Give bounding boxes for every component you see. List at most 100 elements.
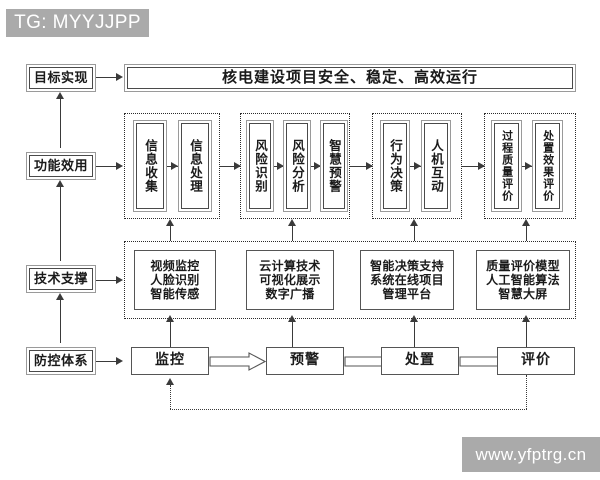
row-label-goal-text: 目标实现 xyxy=(29,67,93,89)
function-node-process-quality-text: 过程质量评价 xyxy=(500,130,513,202)
function-node-risk-identify-inner: 风险识别 xyxy=(249,123,271,209)
function-group-disposal xyxy=(372,113,462,219)
function-node-risk-analyze: 风险分析 xyxy=(283,120,311,212)
row-label-function: 功能效用 xyxy=(26,152,96,180)
technology-box-disposal-line3: 管理平台 xyxy=(382,287,432,302)
technology-box-monitor-line2: 人脸识别 xyxy=(150,272,200,287)
watermark-url: www.yfptrg.cn xyxy=(462,437,600,472)
block-arrow-monitor-warning xyxy=(209,352,266,371)
row-label-control-text: 防控体系 xyxy=(29,350,93,372)
arrow-group1-group2 xyxy=(234,162,241,170)
technology-box-disposal: 智能决策支持 系统在线项目 管理平台 xyxy=(360,250,454,310)
technology-box-monitor-line3: 智能传感 xyxy=(150,287,200,302)
connector-tech-to-group4 xyxy=(526,223,528,241)
arrow-goal-banner xyxy=(116,73,123,81)
spine-arrow-function xyxy=(56,180,64,187)
function-node-process-quality-inner: 过程质量评价 xyxy=(494,123,519,209)
function-node-risk-identify: 风险识别 xyxy=(246,120,274,212)
function-node-risk-identify-text: 风险识别 xyxy=(253,139,267,193)
connector-tech-to-group2 xyxy=(292,223,294,241)
row-label-goal: 目标实现 xyxy=(26,64,96,92)
arrow-g3-a-b xyxy=(414,162,421,170)
control-node-disposal: 处置 xyxy=(381,347,459,375)
function-node-behavior-decision-inner: 行为决策 xyxy=(383,123,407,209)
feedback-loop-down xyxy=(526,375,527,409)
function-group-evaluation xyxy=(484,113,576,219)
technology-box-warning: 云计算技术 可视化展示 数字广播 xyxy=(246,250,334,310)
function-group-warning xyxy=(240,113,350,219)
feedback-loop-up xyxy=(170,385,171,409)
function-node-human-machine-inner: 人机互动 xyxy=(424,123,448,209)
connector-group1-group2 xyxy=(220,166,240,168)
arrow-tech-to-group2 xyxy=(288,219,296,226)
spine-technology-to-function xyxy=(60,184,62,261)
arrow-control-to-tech4 xyxy=(522,315,530,322)
control-node-monitor-text: 监控 xyxy=(155,352,185,368)
technology-box-evaluation-line3: 智慧大屏 xyxy=(498,287,548,302)
goal-banner: 核电建设项目安全、稳定、高效运行 xyxy=(124,64,576,92)
function-node-behavior-decision-text: 行为决策 xyxy=(388,139,402,193)
connector-control-label xyxy=(96,361,118,363)
spine-control-to-technology xyxy=(60,297,62,343)
row-label-technology: 技术支撑 xyxy=(26,265,96,293)
technology-box-monitor-line1: 视频监控 xyxy=(150,258,200,273)
connector-control-to-tech3 xyxy=(414,319,416,347)
watermark-url-text: www.yfptrg.cn xyxy=(475,444,587,464)
arrow-tech-to-group1 xyxy=(166,219,174,226)
technology-box-evaluation: 质量评价模型 人工智能算法 智慧大屏 xyxy=(476,250,570,310)
function-node-info-collect: 信息收集 xyxy=(133,120,167,212)
function-node-risk-analyze-inner: 风险分析 xyxy=(286,123,308,209)
function-node-info-process-inner: 信息处理 xyxy=(181,123,209,209)
arrow-control-to-tech2 xyxy=(288,315,296,322)
function-node-disposal-effect-inner: 处置效果评价 xyxy=(535,123,560,209)
row-label-control: 防控体系 xyxy=(26,347,96,375)
connector-group2-group3 xyxy=(350,166,372,168)
technology-box-warning-line1: 云计算技术 xyxy=(259,258,321,273)
technology-box-evaluation-line2: 人工智能算法 xyxy=(486,272,560,287)
function-node-risk-analyze-text: 风险分析 xyxy=(290,139,304,193)
arrow-control-row xyxy=(116,357,123,365)
technology-container xyxy=(124,241,576,319)
function-node-info-process: 信息处理 xyxy=(178,120,212,212)
feedback-loop-arrow xyxy=(166,378,174,385)
control-node-warning-text: 预警 xyxy=(290,352,320,368)
connector-tech-to-group1 xyxy=(170,223,172,241)
function-node-process-quality: 过程质量评价 xyxy=(491,120,522,212)
function-node-smart-warning: 智慧预警 xyxy=(320,120,348,212)
arrow-tech-to-group3 xyxy=(410,219,418,226)
function-node-disposal-effect: 处置效果评价 xyxy=(532,120,563,212)
function-node-disposal-effect-text: 处置效果评价 xyxy=(541,130,554,202)
control-node-warning: 预警 xyxy=(266,347,344,375)
arrow-g2-a-b xyxy=(277,162,284,170)
connector-goal-label-to-banner xyxy=(96,77,118,79)
row-label-function-text: 功能效用 xyxy=(29,155,93,177)
control-node-evaluation-text: 评价 xyxy=(521,352,551,368)
goal-banner-text: 核电建设项目安全、稳定、高效运行 xyxy=(127,67,573,89)
function-node-info-process-text: 信息处理 xyxy=(188,139,202,193)
connector-control-to-tech1 xyxy=(170,319,172,347)
connector-tech-to-group3 xyxy=(414,223,416,241)
watermark-tag-text: TG: MYYJJPP xyxy=(14,12,141,33)
technology-box-monitor: 视频监控 人脸识别 智能传感 xyxy=(134,250,216,310)
function-group-monitor xyxy=(124,113,220,219)
function-node-info-collect-text: 信息收集 xyxy=(143,139,157,193)
function-node-human-machine: 人机互动 xyxy=(421,120,451,212)
arrow-g4-a-b xyxy=(525,162,532,170)
row-label-technology-text: 技术支撑 xyxy=(29,268,93,290)
watermark-tag: TG: MYYJJPP xyxy=(6,9,149,37)
connector-control-to-tech4 xyxy=(526,319,528,347)
technology-box-evaluation-line1: 质量评价模型 xyxy=(486,258,560,273)
arrow-g2-b-c xyxy=(314,162,321,170)
control-node-monitor: 监控 xyxy=(131,347,209,375)
connector-group3-group4 xyxy=(462,166,484,168)
technology-box-warning-line3: 数字广播 xyxy=(265,287,315,302)
arrow-technology-row xyxy=(116,276,123,284)
control-node-disposal-text: 处置 xyxy=(405,352,435,368)
function-node-behavior-decision: 行为决策 xyxy=(380,120,410,212)
spine-arrow-technology xyxy=(56,293,64,300)
control-node-evaluation: 评价 xyxy=(497,347,575,375)
arrow-group2-group3 xyxy=(366,162,373,170)
technology-box-disposal-line1: 智能决策支持 xyxy=(370,258,444,273)
arrow-function-row xyxy=(116,162,123,170)
